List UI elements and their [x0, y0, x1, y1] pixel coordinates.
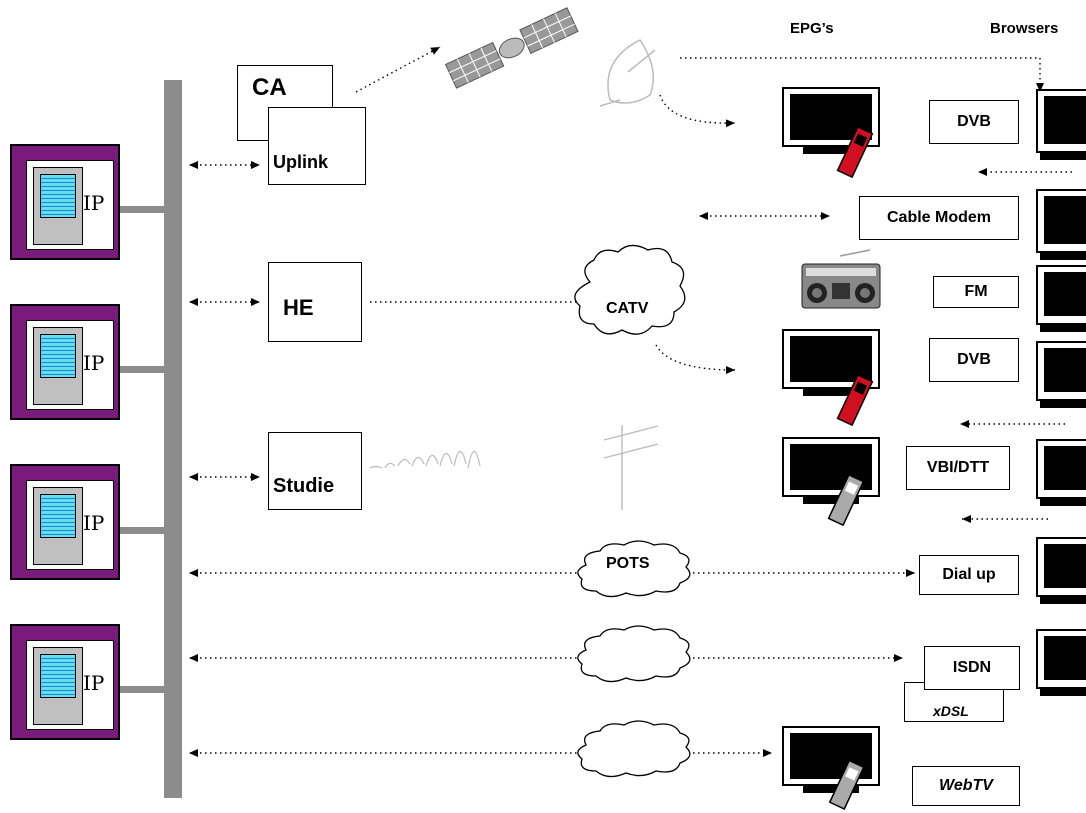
epg-header: EPG’s	[790, 20, 834, 37]
ip-server-4: IP	[10, 624, 120, 740]
cable-modem-label: Cable Modem	[859, 196, 1019, 240]
server-label: IP	[83, 671, 105, 695]
studie-label: Studie	[273, 475, 335, 497]
ca-label: CA	[252, 74, 287, 101]
link-dish-tv	[659, 94, 736, 128]
radio-waves-icon	[369, 450, 481, 469]
server-label: IP	[83, 511, 105, 535]
remote-control-icon	[828, 759, 865, 810]
xdsl-label: xDSL	[933, 703, 969, 719]
server-connector	[120, 206, 164, 213]
link-satellite	[355, 46, 441, 93]
satellite-icon	[444, 7, 579, 89]
ip-server-1: IP	[10, 144, 120, 260]
pots-label: POTS	[606, 555, 650, 572]
remote-control-icon	[836, 373, 874, 427]
antenna-icon	[603, 425, 659, 510]
boombox-icon	[801, 249, 881, 309]
server-label: IP	[83, 191, 105, 215]
monitor-icon	[1036, 341, 1086, 408]
browsers-header: Browsers	[990, 20, 1059, 37]
cloud-isdn	[577, 625, 691, 683]
monitor-icon	[1036, 189, 1086, 260]
fm-label: FM	[933, 276, 1019, 308]
vbi-dtt-label: VBI/DTT	[906, 446, 1010, 490]
tv-icon	[782, 726, 880, 793]
monitor-icon	[1036, 439, 1086, 506]
monitor-icon	[1036, 537, 1086, 604]
uplink-box: Uplink	[268, 107, 366, 185]
link-dish-browser	[680, 57, 1044, 92]
ip-server-2: IP	[10, 304, 120, 420]
studie-box: Studie	[268, 432, 362, 510]
server-connector	[120, 366, 164, 373]
isdn-label: ISDN	[924, 646, 1020, 690]
server-connector	[120, 686, 164, 693]
dvb-label-2: DVB	[929, 338, 1019, 382]
dial-up-label: Dial up	[919, 555, 1019, 595]
cloud-webtv	[577, 720, 691, 778]
catv-label: CATV	[606, 300, 649, 317]
he-label: HE	[283, 295, 314, 320]
remote-control-icon	[827, 473, 865, 527]
link-catv-tv	[655, 344, 736, 374]
cloud-catv	[574, 244, 686, 335]
uplink-label: Uplink	[273, 152, 329, 172]
dvb-label-1: DVB	[929, 100, 1019, 144]
monitor-icon	[1036, 89, 1086, 160]
tv-icon	[782, 437, 880, 504]
monitor-icon	[1036, 629, 1086, 696]
cloud-pots	[577, 540, 691, 598]
webtv-label: WebTV	[912, 766, 1020, 806]
monitor-icon	[1036, 265, 1086, 332]
satellite-dish-icon	[599, 39, 656, 107]
he-box: HE	[268, 262, 362, 342]
backbone-bar	[164, 80, 182, 798]
ip-server-3: IP	[10, 464, 120, 580]
remote-control-icon	[836, 125, 874, 179]
server-connector	[120, 527, 164, 534]
server-label: IP	[83, 351, 105, 375]
